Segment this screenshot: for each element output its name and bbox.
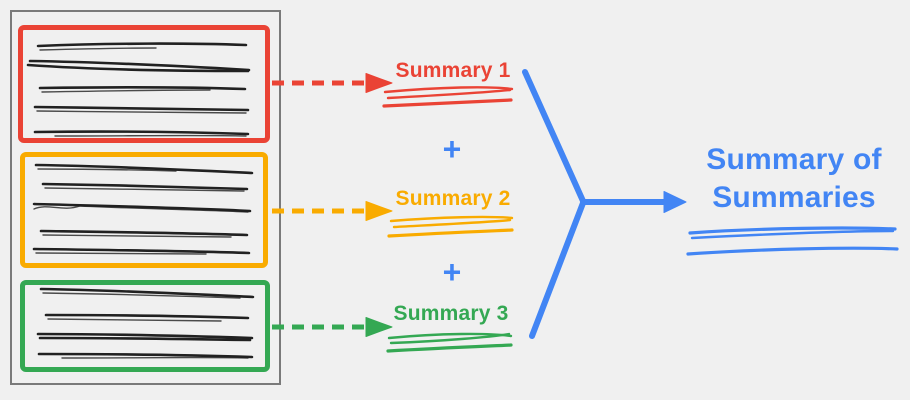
result-label: Summary of Summaries <box>706 143 882 214</box>
summary-1-underline-scribble <box>382 86 514 108</box>
document-section-3-green-box <box>20 280 270 372</box>
dashed-arrow-section-1 <box>272 73 393 93</box>
summary-3-label: Summary 3 <box>393 302 509 325</box>
merge-lines <box>522 69 668 339</box>
merge-arrowhead <box>663 191 687 213</box>
summary-3-underline-scribble <box>386 332 513 353</box>
document-section-2-orange-box <box>20 152 268 268</box>
summary-2-underline-scribble <box>387 215 514 238</box>
dashed-arrow-section-3 <box>272 317 393 337</box>
source-document-panel <box>10 10 281 385</box>
document-section-1-red-box <box>18 25 270 143</box>
summary-1-label: Summary 1 <box>395 59 511 82</box>
summary-2-label: Summary 2 <box>395 187 511 210</box>
dashed-arrow-section-2 <box>272 201 393 221</box>
plus-operator-1: + <box>442 131 462 167</box>
result-underline-scribble <box>686 226 899 256</box>
plus-operator-2: + <box>442 254 462 290</box>
